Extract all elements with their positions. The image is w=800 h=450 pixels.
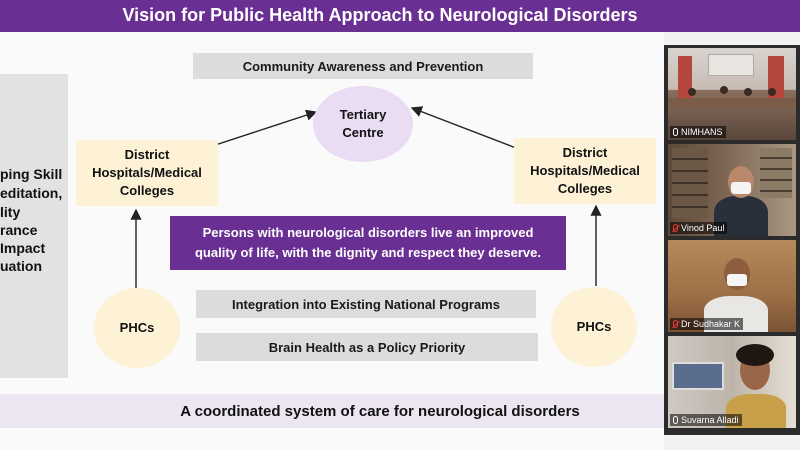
left-cropped-panel: ping Skill editation, lity rance Impact … (0, 74, 68, 378)
mic-icon (673, 128, 678, 136)
district-right-line: Hospitals/Medical (530, 163, 640, 178)
video-tile-vinod-paul[interactable]: Vinod Paul (668, 144, 796, 236)
video-tile-nimhans[interactable]: NIMHANS (668, 48, 796, 140)
vision-line: quality of life, with the dignity and re… (194, 245, 542, 260)
left-panel-line: uation (0, 258, 42, 274)
connector-arrows (130, 106, 602, 288)
slide-title: Vision for Public Health Approach to Neu… (122, 5, 638, 25)
brain-health-box: Brain Health as a Policy Priority (196, 333, 538, 361)
tertiary-line: Tertiary (339, 107, 387, 122)
title-bar-extension (664, 0, 800, 32)
district-left-line: District (124, 147, 170, 162)
district-left-line: Colleges (119, 183, 175, 198)
participant-name: Dr Sudhakar K (681, 319, 741, 329)
arrow-right-to-tertiary (410, 106, 517, 149)
slide-title-bar: Vision for Public Health Approach to Neu… (0, 0, 664, 32)
district-hospitals-right: District Hospitals/Medical Colleges (514, 138, 656, 204)
vision-line: Persons with neurological disorders live… (202, 225, 534, 240)
tertiary-line: Centre (342, 125, 384, 140)
phc-right-circle: PHCs (551, 287, 637, 367)
left-panel-line: editation, (0, 185, 63, 201)
participant-video-strip[interactable]: NIMHANS Vinod Paul Dr Sudhakar K Suvarna (664, 45, 800, 435)
participant-label: Suvarna Alladi (670, 414, 742, 426)
left-panel-line: rance (0, 222, 38, 238)
vision-statement-box: Persons with neurological disorders live… (170, 216, 566, 270)
participant-label: Vinod Paul (670, 222, 728, 234)
arrow-left-to-tertiary (199, 109, 318, 151)
left-panel-line: ping Skill (0, 166, 63, 182)
participant-name: Suvarna Alladi (681, 415, 739, 425)
phc-left-circle: PHCs (94, 288, 180, 368)
mic-icon (673, 416, 678, 424)
community-awareness-box: Community Awareness and Prevention (193, 53, 533, 79)
participant-name: Vinod Paul (681, 223, 725, 233)
video-tile-sudhakar[interactable]: Dr Sudhakar K (668, 240, 796, 332)
left-panel-line: lity (0, 204, 21, 220)
bottom-statement-band: A coordinated system of care for neurolo… (0, 394, 664, 428)
district-left-line: Hospitals/Medical (92, 165, 202, 180)
mic-muted-icon (673, 320, 678, 328)
participant-name: NIMHANS (681, 127, 723, 137)
participant-label: Dr Sudhakar K (670, 318, 744, 330)
bottom-statement: A coordinated system of care for neurolo… (180, 402, 580, 420)
presentation-slide: Vision for Public Health Approach to Neu… (0, 0, 664, 428)
district-right-line: District (562, 145, 608, 160)
district-right-line: Colleges (557, 181, 613, 196)
participant-label: NIMHANS (670, 126, 726, 138)
integration-box: Integration into Existing National Progr… (196, 290, 536, 318)
mic-muted-icon (673, 224, 678, 232)
tertiary-centre-circle: Tertiary Centre (313, 86, 413, 162)
district-hospitals-left: District Hospitals/Medical Colleges (76, 140, 218, 206)
left-panel-line: Impact (0, 240, 46, 256)
video-tile-suvarna[interactable]: Suvarna Alladi (668, 336, 796, 428)
